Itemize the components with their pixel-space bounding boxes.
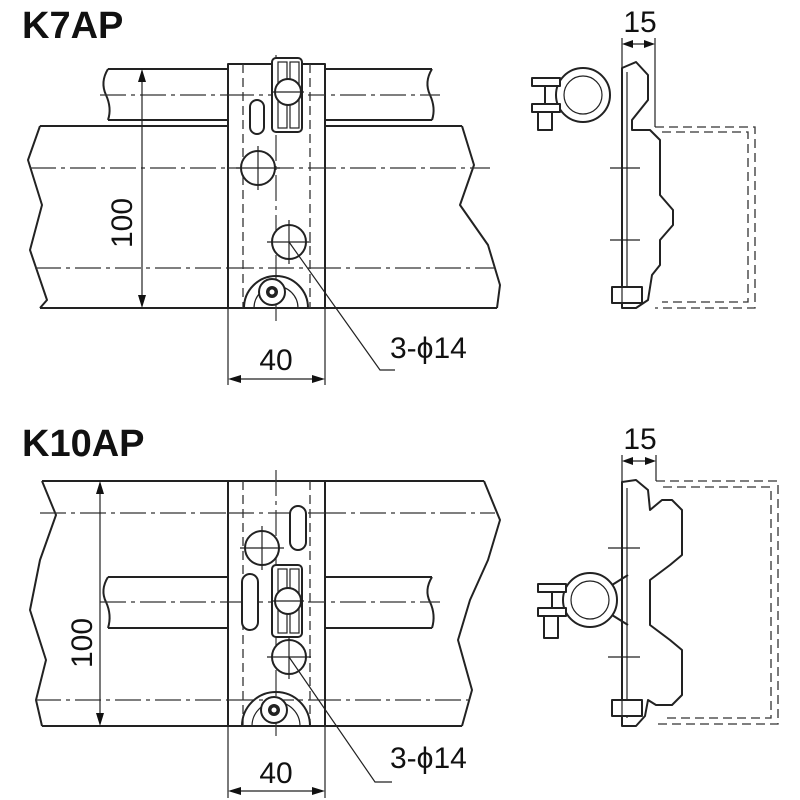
k7ap-bracket-profile — [621, 61, 674, 309]
k7ap-clamp-bolt — [531, 77, 561, 87]
k7ap-width-label: 40 — [259, 344, 292, 377]
k10ap-slot — [289, 505, 307, 551]
k7ap-slot — [249, 99, 265, 135]
k10ap-width-dimension: 40 — [227, 726, 326, 798]
k7ap-figure: K7AP — [22, 5, 756, 385]
k10ap-title: K10AP — [22, 423, 145, 465]
k7ap-leader-line — [288, 241, 395, 371]
k10ap-offset-label: 15 — [623, 423, 656, 456]
k7ap-offset-dimension: 15 — [621, 6, 657, 127]
k7ap-title: K7AP — [22, 5, 123, 47]
k10ap-height-label: 100 — [66, 618, 99, 668]
k7ap-height-dimension: 100 — [106, 68, 228, 309]
k7ap-front-view: 3-ϕ14 100 40 — [27, 55, 501, 385]
k10ap-leader-line — [288, 656, 392, 783]
k7ap-hole-note: 3-ϕ14 — [390, 332, 467, 365]
k10ap-slot — [241, 573, 259, 631]
k7ap-side-view: 15 — [531, 6, 756, 309]
k7ap-bottom-bolt — [243, 275, 309, 309]
k10ap-front-view: 3-ϕ14 100 40 — [29, 470, 501, 798]
k10ap-pipe — [100, 576, 440, 629]
k7ap-main-channel — [27, 125, 501, 309]
k10ap-height-dimension: 100 — [66, 480, 228, 727]
k10ap-figure: K10AP — [22, 423, 779, 798]
k7ap-offset-label: 15 — [623, 6, 656, 39]
k10ap-width-label: 40 — [259, 757, 292, 790]
k7ap-holes — [236, 146, 311, 264]
k7ap-side-bolt — [611, 286, 643, 304]
k10ap-offset-dimension: 15 — [621, 423, 657, 482]
k7ap-u-bolt — [271, 57, 304, 133]
k10ap-side-bolt — [611, 699, 643, 717]
k10ap-side-view: 15 — [537, 423, 779, 727]
k10ap-u-bolt — [271, 564, 304, 638]
k10ap-bracket-profile — [621, 479, 683, 727]
k7ap-height-label: 100 — [106, 198, 139, 248]
k10ap-hole-note: 3-ϕ14 — [390, 742, 467, 775]
k10ap-bottom-bolt — [241, 691, 311, 727]
k10ap-clamp-bolt — [537, 583, 567, 593]
k7ap-width-dimension: 40 — [227, 308, 326, 385]
